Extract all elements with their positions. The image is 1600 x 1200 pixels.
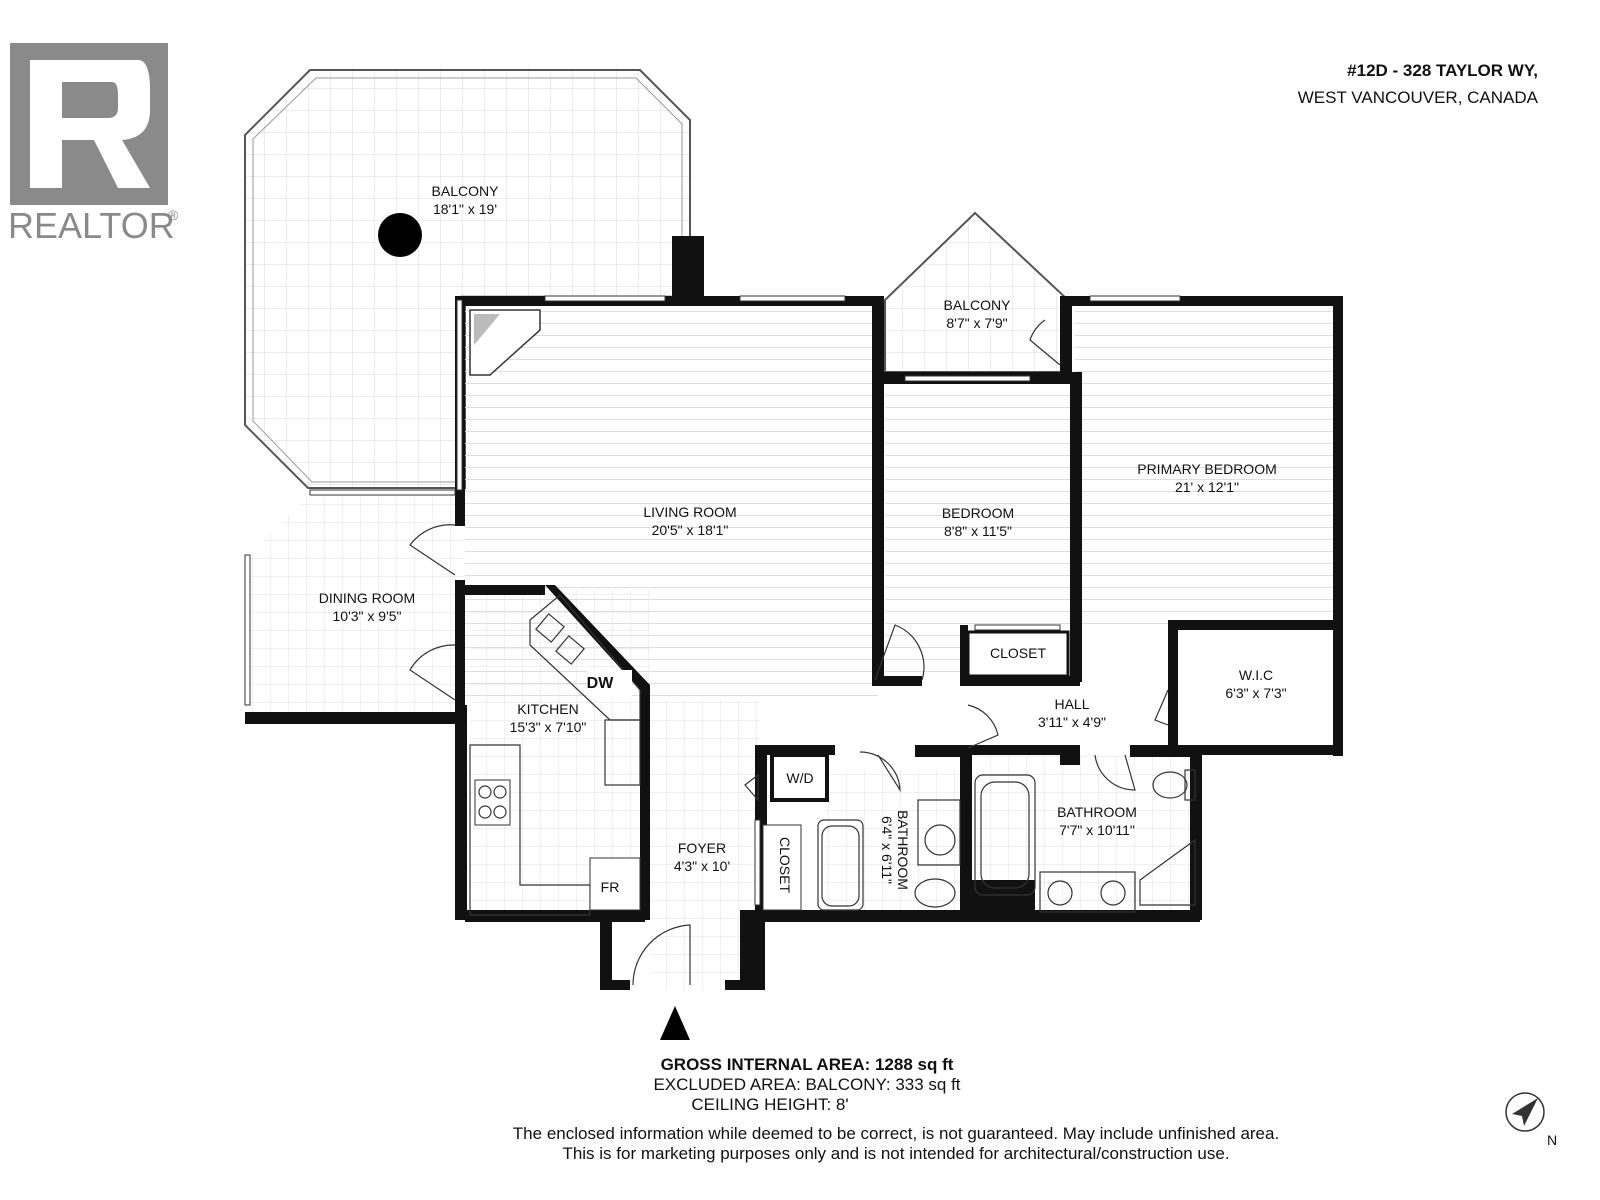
balcony-main-size: 18'1" x 19' — [433, 201, 497, 217]
balcony-main-name: BALCONY — [432, 183, 500, 199]
bedroom-closet-box — [966, 630, 1070, 678]
address-line-2: WEST VANCOUVER, CANADA — [1298, 88, 1539, 107]
kitchen-size: 15'3" x 7'10" — [510, 719, 587, 735]
kitchen-name: KITCHEN — [517, 701, 578, 717]
gross-area: GROSS INTERNAL AREA: 1288 sq ft — [661, 1055, 954, 1074]
foyer-closet-box — [762, 824, 802, 911]
wic-size: 6'3" x 7'3" — [1225, 685, 1286, 701]
logo-registered-mark: ® — [168, 207, 179, 223]
living-room-size: 20'5" x 18'1" — [652, 522, 729, 538]
primary-bedroom-size: 21' x 12'1" — [1175, 479, 1239, 495]
balcony-small-name: BALCONY — [944, 297, 1012, 313]
primary-bedroom-floor — [1075, 305, 1337, 625]
stove-icon — [478, 785, 507, 819]
washer-dryer — [770, 753, 829, 802]
bathroom-small-name: BATHROOM — [895, 810, 911, 890]
ceiling-height: CEILING HEIGHT: 8' — [691, 1095, 848, 1114]
bathroom-main-name: BATHROOM — [1057, 804, 1137, 820]
fireplace-icon — [469, 309, 541, 376]
dining-room-name: DINING ROOM — [319, 590, 415, 606]
compass-north-label: N — [1547, 1132, 1557, 1148]
wic-name: W.I.C — [1239, 667, 1273, 683]
excluded-area: EXCLUDED AREA: BALCONY: 333 sq ft — [653, 1075, 960, 1094]
toilet-main-icon — [1152, 769, 1196, 801]
toilet-icon — [914, 799, 961, 908]
bedroom-name: BEDROOM — [942, 505, 1014, 521]
primary-bedroom-name: PRIMARY BEDROOM — [1137, 461, 1277, 477]
sink-icon — [535, 613, 585, 665]
dishwasher-label: DW — [587, 675, 615, 692]
column-icon — [378, 213, 422, 257]
dining-room-floor — [245, 495, 465, 715]
bedroom-size: 8'8" x 11'5" — [944, 523, 1012, 539]
disclaimer-line-1: The enclosed information while deemed to… — [513, 1124, 1279, 1143]
realtor-logo-icon[interactable]: REALTOR ® — [8, 43, 179, 246]
disclaimer-line-2: This is for marketing purposes only and … — [562, 1144, 1229, 1163]
fridge-label: FR — [601, 879, 620, 895]
hall-name: HALL — [1054, 696, 1089, 712]
closet-foyer-label: CLOSET — [777, 837, 793, 893]
shower-icon — [1139, 838, 1196, 906]
address-line-1: #12D - 328 TAYLOR WY, — [1347, 61, 1538, 80]
bathroom-small-floor — [825, 770, 965, 915]
balcony-small-size: 8'7" x 7'9" — [946, 315, 1007, 331]
bathtub-main-icon — [974, 774, 1036, 896]
balcony-main — [244, 69, 691, 489]
compass-icon — [1505, 1092, 1545, 1132]
foyer-size: 4'3" x 10' — [674, 858, 730, 874]
vanity-sinks-icon — [1039, 871, 1136, 913]
closet-bedroom-label: CLOSET — [990, 645, 1046, 661]
washer-dryer-label: W/D — [786, 770, 813, 786]
logo-text: REALTOR — [8, 205, 175, 246]
foyer-name: FOYER — [678, 840, 726, 856]
bathroom-small-size: 6'4" x 6'11" — [879, 816, 895, 884]
dining-room-size: 10'3" x 9'5" — [333, 608, 402, 624]
living-room-name: LIVING ROOM — [643, 504, 736, 520]
bathtub-icon — [817, 819, 864, 911]
doors — [409, 319, 1169, 986]
kitchen-fixtures — [469, 594, 641, 916]
bathroom-main-size: 7'7" x 10'11" — [1059, 822, 1135, 838]
hall-size: 3'11" x 4'9" — [1038, 714, 1106, 730]
entrance-arrow-icon — [660, 1006, 690, 1040]
windows — [244, 295, 1181, 906]
